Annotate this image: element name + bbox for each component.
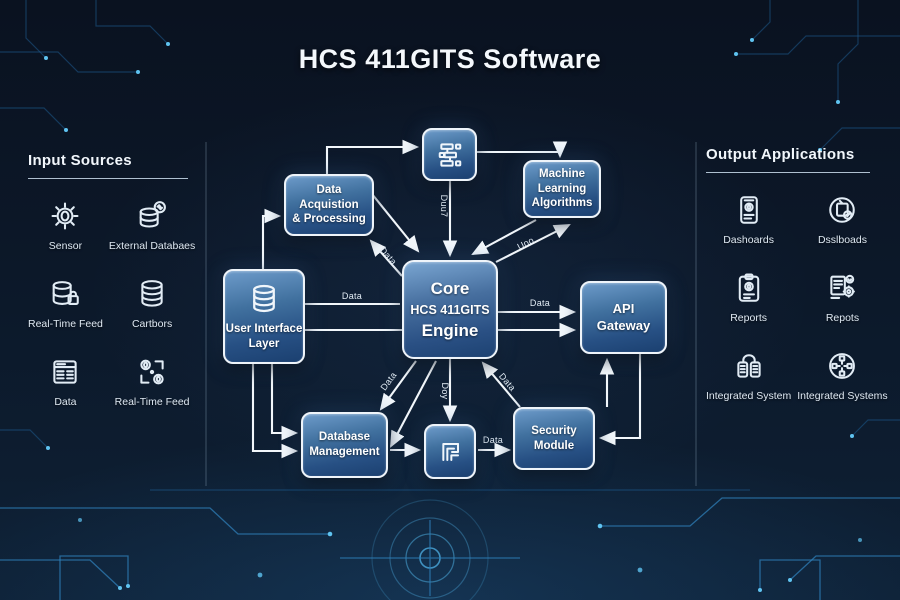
input-item-realtime-feed-2: Real-Time Feed	[109, 355, 195, 408]
node-user-interface: User Interface Layer	[223, 269, 305, 364]
node-database-management: Database Management	[301, 412, 388, 478]
output-item-repots: Repots	[797, 271, 887, 324]
input-item-label: Real-Time Feed	[114, 396, 190, 408]
output-item-reports: Reports	[706, 271, 791, 324]
node-label: User Interface Layer	[225, 322, 303, 350]
node-label: Security Module	[531, 424, 577, 452]
edge-label-core-acq: Data	[378, 245, 399, 267]
output-item-label: Repots	[825, 312, 860, 324]
output-item-label: Integrated Systems	[797, 390, 888, 402]
edge-ui-to-dbm	[270, 364, 299, 441]
edge-label-core-ml: Uoo	[516, 235, 536, 252]
data-document-icon	[53, 360, 78, 384]
node-label: Machine Learning Algorithms	[531, 167, 593, 210]
edge-config-to-ml	[477, 141, 568, 159]
output-item-label: Reports	[730, 312, 767, 324]
input-item-data: Data	[28, 355, 103, 408]
edge-ui-to-dbm-2	[251, 364, 299, 459]
input-item-label: Sensor	[48, 240, 83, 252]
input-panel-underline	[28, 178, 188, 179]
edge-label-config-core: Duu7	[439, 195, 449, 218]
output-item-integrated-systems: Integrated Systems	[797, 349, 888, 402]
sensor-gear-icon	[51, 202, 79, 230]
edge-label-ui-core: Data	[342, 291, 362, 301]
database-lock-icon	[53, 281, 80, 305]
edge-acquisition-to-core	[371, 193, 420, 253]
edge-core-to-acquisition	[369, 239, 403, 277]
circuit-maze-icon	[442, 442, 459, 461]
page-title: HCS 411GITS Software	[298, 44, 602, 74]
core-line-3: Engine	[421, 320, 479, 340]
edge-security-to-core	[481, 361, 521, 408]
clipboard-report-icon	[738, 273, 759, 302]
input-item-cartbors: Cartbors	[109, 277, 195, 330]
node-label: API Gateway	[596, 300, 651, 333]
edge-label-circuit-security: Data	[483, 435, 503, 445]
output-item-integrated-system: Integrated System	[706, 349, 791, 402]
output-item-label: Integrated System	[706, 390, 792, 402]
input-item-label: Cartbors	[131, 318, 173, 330]
core-line-1: Core	[430, 278, 470, 298]
edge-acquisition-to-config	[325, 139, 420, 174]
database-icon	[141, 280, 163, 307]
node-configuration	[422, 128, 477, 181]
edge-core-to-dbm	[379, 360, 417, 411]
node-label: Database Management	[309, 431, 380, 458]
output-panel-underline	[706, 172, 870, 173]
database-sync-icon	[139, 201, 166, 228]
input-item-realtime-feed: Real-Time Feed	[28, 277, 103, 330]
output-applications-panel: Output Applications Dashoards Dsslboads …	[706, 146, 888, 402]
node-data-acquisition: Data Acquistion & Processing	[284, 174, 374, 236]
database-stack-icon	[253, 284, 275, 312]
output-item-dashboards: Dashoards	[706, 193, 791, 246]
output-item-dsslboads: Dsslboads	[797, 193, 887, 246]
edge-label-core-circuit: Doy	[440, 383, 450, 400]
hub-icon	[829, 353, 856, 379]
node-security-module: Security Module	[513, 407, 595, 470]
node-label: Data Acquistion & Processing	[292, 183, 366, 226]
output-item-label: Dsslboads	[817, 234, 867, 246]
input-item-label: Real-Time Feed	[28, 318, 103, 330]
form-list-icon	[438, 142, 461, 167]
edge-label-core-api: Data	[530, 298, 550, 308]
devices-lock-icon	[736, 354, 761, 378]
input-item-external-databases: External Databaes	[109, 199, 195, 252]
input-sources-panel: Input Sources Sensor External Databaes R…	[28, 152, 195, 408]
input-item-sensor: Sensor	[28, 199, 103, 252]
edge-ml-to-core	[471, 219, 537, 255]
node-machine-learning: Machine Learning Algorithms	[523, 160, 601, 218]
output-panel-title: Output Applications	[706, 146, 855, 163]
round-dashboard-icon	[829, 197, 856, 223]
edge-ui-to-acquisition	[261, 208, 282, 269]
sync-feed-icon	[140, 359, 164, 385]
input-item-label: Data	[54, 396, 77, 408]
edge-core-to-ml	[495, 224, 571, 263]
node-api-gateway: API Gateway	[580, 281, 667, 354]
document-gear-icon	[830, 274, 856, 299]
mobile-dashboard-icon	[739, 196, 758, 224]
input-item-label: External Databaes	[108, 240, 196, 252]
input-panel-title: Input Sources	[28, 152, 132, 169]
edge-api-to-security	[598, 354, 642, 446]
edge-core-to-dbm-2	[390, 360, 437, 448]
output-item-label: Dashoards	[723, 234, 774, 246]
core-line-2: HCS 411GITS	[410, 302, 490, 317]
node-core-engine: Core HCS 411GITS Engine	[402, 260, 498, 359]
node-circuit	[424, 424, 476, 479]
